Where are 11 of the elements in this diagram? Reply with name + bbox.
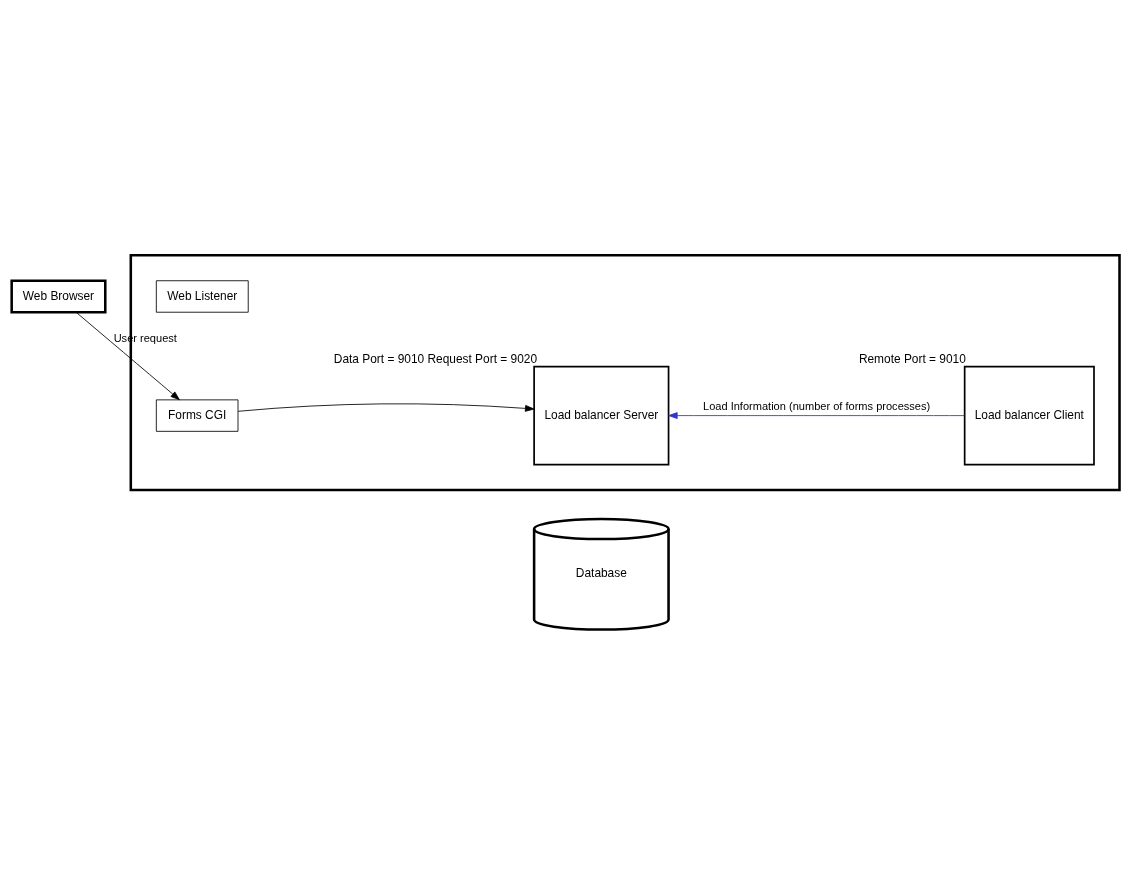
node-label: Remote Port = 9010 xyxy=(858,352,966,367)
node-box: Web Listener xyxy=(155,280,249,313)
node-label: Data Port = 9010 Request Port = 9020 xyxy=(333,352,538,367)
node-box: Forms CGI xyxy=(155,399,239,432)
node-box: Load balancer Server xyxy=(533,365,670,466)
node-box: Web Browser xyxy=(10,279,107,314)
edge-label: Load Information (number of forms processes) xyxy=(703,399,931,412)
arrow xyxy=(237,403,535,412)
arrow xyxy=(75,312,180,401)
arrow xyxy=(668,412,965,419)
node-box: Load balancer Client xyxy=(963,365,1095,466)
